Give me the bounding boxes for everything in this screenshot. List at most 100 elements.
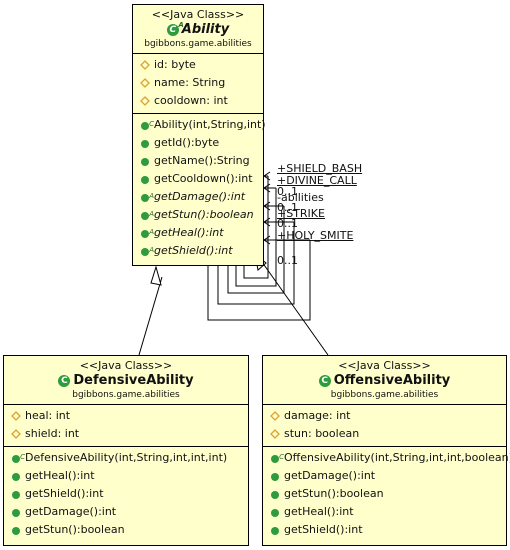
method-row[interactable]: getShield():int [4,485,248,503]
method-row[interactable]: getName():String [133,152,263,170]
constructor-icon: C [10,452,25,464]
method-row[interactable]: getStun():boolean [4,521,248,539]
generalization-offensive [261,261,329,356]
method-text: getShield():int [25,487,104,500]
method-icon: A [139,245,154,257]
method-icon [269,488,281,500]
method-icon: A [139,209,154,221]
method-text: getDamage():int [25,505,117,518]
attributes-section: id: byte name: String cooldown: int [133,54,263,114]
label-multiplicity: 0..1 [277,217,298,230]
method-row[interactable]: getHeal():int [4,467,248,485]
generalization-defensive [138,276,163,356]
association-holy-smite [207,240,311,321]
class-stereotype: <<Java Class>> [338,359,431,372]
attributes-section: damage: int stun: boolean [263,405,506,447]
class-package: bgibbons.game.abilities [144,39,252,49]
class-stereotype: <<Java Class>> [79,359,173,372]
method-icon [139,173,151,185]
arrowhead [263,183,271,193]
label-strike: +STRIKE [277,207,325,220]
attribute-row[interactable]: shield: int [4,425,248,443]
method-icon: A [139,227,154,239]
attribute-text: shield: int [25,427,80,440]
constructor-icon: C [139,119,154,131]
attribute-row[interactable]: name: String [133,74,263,92]
association-shield-bash [243,176,269,279]
attribute-row[interactable]: damage: int [263,407,506,425]
method-text: getStun():boolean [25,523,125,536]
field-icon [139,95,151,107]
method-text: getDamage():int [284,469,376,482]
class-icon: C [318,374,331,387]
method-row[interactable]: getId():byte [133,134,263,152]
attribute-row[interactable]: stun: boolean [263,425,506,443]
method-text: getShield():int [154,244,233,257]
attributes-section: heal: int shield: int [4,405,248,447]
class-package: bgibbons.game.abilities [330,390,439,400]
field-icon [269,428,281,440]
method-text: getId():byte [154,136,220,149]
arrowhead [263,201,271,211]
attribute-text: stun: boolean [284,427,360,440]
generalization-head [150,265,162,286]
method-text: getDamage():int [154,190,246,203]
method-text: Ability(int,String,int) [154,118,266,131]
attribute-row[interactable]: heal: int [4,407,248,425]
method-icon [269,524,281,536]
field-icon [10,428,22,440]
method-icon [10,506,22,518]
association-strike [217,222,295,305]
method-row[interactable]: getShield():int [263,521,506,539]
method-row[interactable]: getHeal():int [263,503,506,521]
class-package: bgibbons.game.abilities [72,390,180,400]
method-icon [10,488,22,500]
arrowhead [263,235,271,245]
attribute-text: name: String [154,76,226,89]
attribute-text: damage: int [284,409,351,422]
method-text: getHeal():int [25,469,95,482]
method-icon [10,470,22,482]
attribute-row[interactable]: cooldown: int [133,92,263,110]
method-text: getStun():boolean [284,487,384,500]
method-row[interactable]: getDamage():int [4,503,248,521]
attribute-text: heal: int [25,409,71,422]
method-text: getCooldown():int [154,172,253,185]
label-divine-call: +DIVINE_CALL [277,174,357,187]
label-multiplicity: 0..1 [277,185,298,198]
method-icon [139,155,151,167]
method-text: getStun():boolean [154,208,254,221]
method-icon [10,524,22,536]
attribute-row[interactable]: id: byte [133,56,263,74]
association-divine-call [235,188,277,287]
label-holy-smite: +HOLY_SMITE [277,229,354,242]
method-icon [139,137,151,149]
method-row[interactable]: getStun():boolean [263,485,506,503]
method-icon [269,506,281,518]
method-row[interactable]: getCooldown():int [133,170,263,188]
arrowhead [263,217,271,227]
method-text: getName():String [154,154,250,167]
field-icon [139,59,151,71]
method-row[interactable]: getDamage():int [263,467,506,485]
